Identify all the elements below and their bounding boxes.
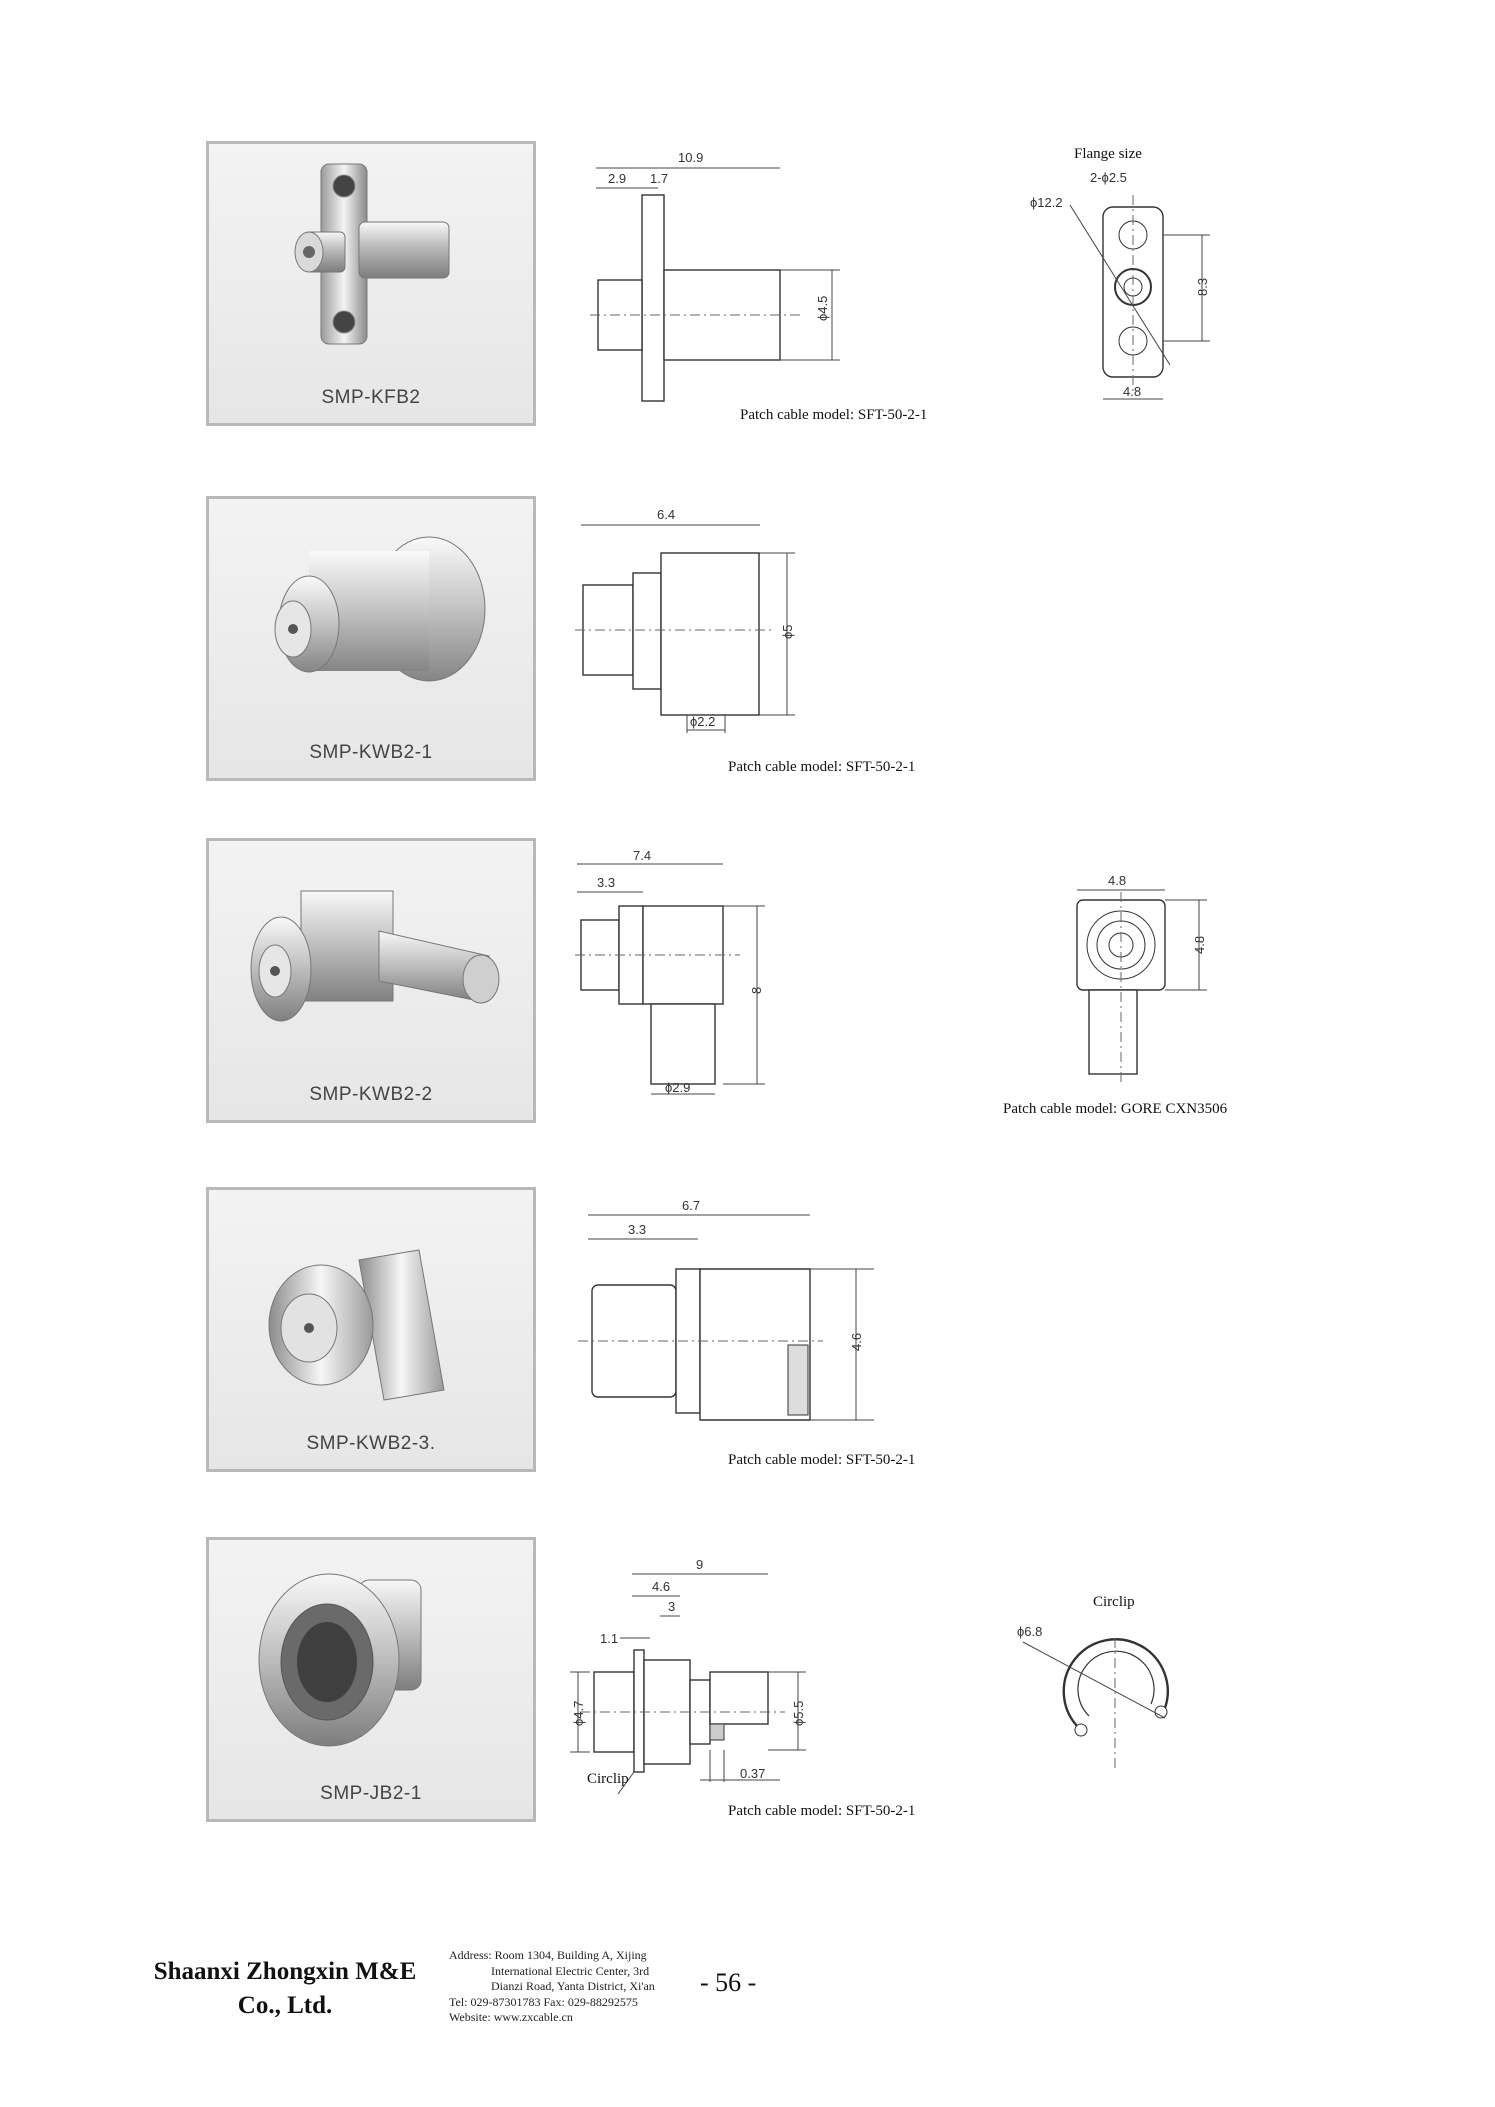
flange-size-label: Flange size bbox=[1074, 146, 1142, 162]
dim-pin: ϕ2.2 bbox=[690, 714, 715, 729]
product-photo-smp-kwb2-1: SMP-KWB2-1 bbox=[206, 496, 536, 781]
patch-cable-caption: Patch cable model: SFT-50-2-1 bbox=[728, 1452, 916, 1468]
contact-line: Tel: 029-87301783 Fax: 029-88292575 bbox=[449, 1994, 638, 2009]
patch-cable-caption: Patch cable model: GORE CXN3506 bbox=[1003, 1101, 1228, 1117]
company-name-line2: Co., Ltd. bbox=[237, 1992, 333, 2019]
patch-cable-caption: Patch cable model: SFT-50-2-1 bbox=[740, 407, 928, 423]
dim-a: 4.6 bbox=[652, 1579, 670, 1594]
model-label: SMP-KFB2 bbox=[321, 387, 421, 408]
dim-pin: ϕ2.9 bbox=[665, 1080, 690, 1095]
dim-c: 1.1 bbox=[600, 1631, 618, 1646]
dim-dia-right: ϕ5.5 bbox=[791, 1701, 806, 1726]
company-name-line1: Shaanxi Zhongxin M&E bbox=[153, 1958, 417, 1985]
dim-a: 3.3 bbox=[628, 1222, 646, 1237]
model-label: SMP-JB2-1 bbox=[320, 1783, 422, 1804]
dim-flange-holes: 2-ϕ2.5 bbox=[1090, 170, 1127, 185]
patch-cable-caption: Patch cable model: SFT-50-2-1 bbox=[728, 1803, 916, 1819]
product-photo-smp-jb2-1: SMP-JB2-1 bbox=[206, 1537, 536, 1822]
dimension-drawing-smp-jb2-1: 9 4.6 3 1.1 ϕ4.7 ϕ5.5 0.37 bbox=[570, 1557, 806, 1795]
company-name: Shaanxi Zhongxin M&E Co., Ltd. bbox=[130, 1955, 440, 2023]
dim-total: 6.4 bbox=[657, 507, 675, 522]
dim-dia: ϕ5 bbox=[780, 624, 795, 639]
product-photo-smp-kwb2-2: SMP-KWB2-2 bbox=[206, 838, 536, 1123]
company-address: Address: Room 1304, Building A, Xijing I… bbox=[449, 1948, 655, 2026]
address-line: Dianzi Road, Yanta District, Xi'an bbox=[491, 1979, 655, 1993]
dim-a: 2.9 bbox=[608, 171, 626, 186]
dim-clip-dia: ϕ6.8 bbox=[1017, 1624, 1042, 1639]
patch-cable-caption: Patch cable model: SFT-50-2-1 bbox=[728, 759, 916, 775]
dim-side-h: 4.8 bbox=[1192, 936, 1207, 954]
dim-gap: 0.37 bbox=[740, 1766, 765, 1781]
dim-dia-left: ϕ4.7 bbox=[571, 1701, 586, 1726]
model-label: SMP-KWB2-1 bbox=[309, 742, 433, 763]
side-view-drawing-smp-kwb2-2: 4.8 4.8 bbox=[1076, 873, 1207, 1085]
dim-flange-w: 4.8 bbox=[1123, 384, 1141, 399]
dimension-drawing-smp-kwb2-1: 6.4 ϕ5 ϕ2.2 bbox=[575, 507, 795, 733]
website-line: Website: www.zxcable.cn bbox=[449, 2010, 573, 2024]
circlip-callout-label: Circlip bbox=[587, 1771, 629, 1787]
circlip-detail-label: Circlip bbox=[1093, 1594, 1135, 1610]
product-photo-smp-kfb2: SMP-KFB2 bbox=[206, 141, 536, 426]
flange-drawing: 2-ϕ2.5 ϕ12.2 8.3 4.8 bbox=[1030, 170, 1210, 400]
dim-b: 1.7 bbox=[650, 171, 668, 186]
dim-total: 7.4 bbox=[633, 848, 651, 863]
dim-flange-dia: ϕ12.2 bbox=[1030, 195, 1063, 210]
dimension-drawing-smp-kwb2-3: 6.7 3.3 4.6 bbox=[578, 1198, 874, 1421]
circlip-drawing: ϕ6.8 bbox=[1017, 1624, 1169, 1768]
address-line: International Electric Center, 3rd bbox=[491, 1963, 650, 1978]
dim-flange-h: 8.3 bbox=[1195, 278, 1210, 296]
dim-total: 6.7 bbox=[682, 1198, 700, 1213]
model-label: SMP-KWB2-2 bbox=[309, 1084, 433, 1105]
product-photo-smp-kwb2-3: SMP-KWB2-3. bbox=[206, 1187, 536, 1472]
dim-b: 3 bbox=[668, 1599, 675, 1614]
dim-h: 8 bbox=[749, 987, 764, 994]
dim-total: 10.9 bbox=[678, 150, 703, 165]
dim-h: 4.6 bbox=[849, 1333, 864, 1351]
dimension-drawing-smp-kfb2: 10.9 2.9 1.7 ϕ4.5 bbox=[590, 150, 840, 402]
address-line: Address: Room 1304, Building A, Xijing bbox=[449, 1948, 647, 1962]
page-number: - 56 - bbox=[700, 1968, 757, 1997]
dim-dia: ϕ4.5 bbox=[815, 296, 830, 321]
model-label: SMP-KWB2-3. bbox=[306, 1433, 436, 1454]
dim-total: 9 bbox=[696, 1557, 703, 1572]
dim-a: 3.3 bbox=[597, 875, 615, 890]
dimension-drawing-smp-kwb2-2: 7.4 3.3 8 ϕ2.9 bbox=[575, 848, 765, 1095]
dim-side-w: 4.8 bbox=[1108, 873, 1126, 888]
